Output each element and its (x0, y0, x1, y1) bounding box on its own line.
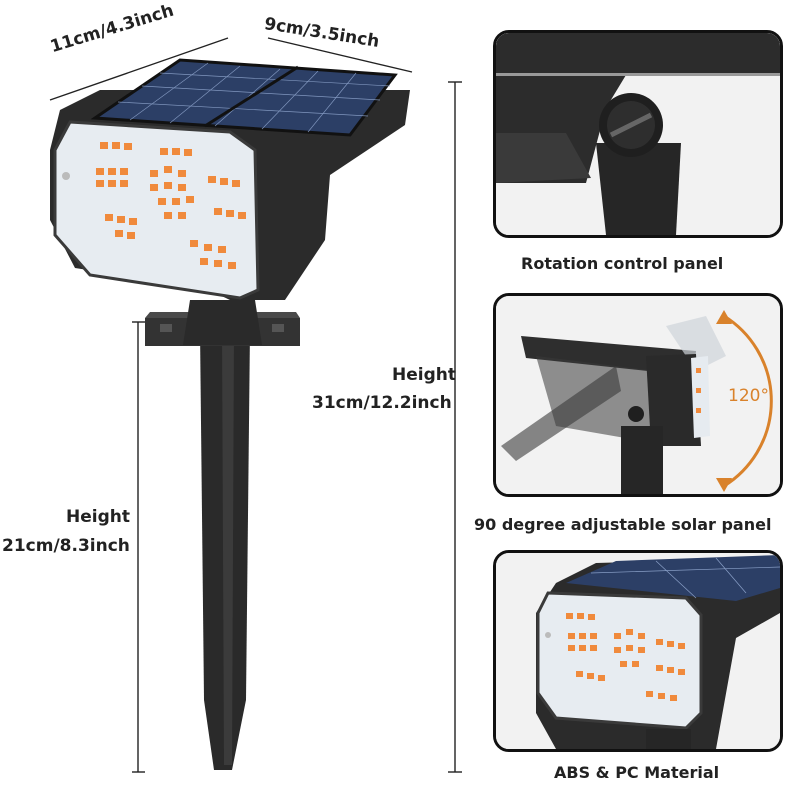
panel-caption-material: ABS & PC Material (554, 763, 720, 782)
rotation-arc-icon (723, 314, 773, 488)
lamp-head (50, 58, 410, 300)
panel-caption-rotation: Rotation control panel (521, 254, 724, 273)
adjustable-solar-panel-image: 120° (493, 293, 783, 497)
angle-label: 120° (728, 386, 769, 406)
total-height-title: Height (392, 365, 456, 385)
dimension-lines (49, 37, 462, 773)
material-panel-image (493, 550, 783, 752)
stake-height-value: 21cm/8.3inch (2, 536, 130, 556)
ground-stake (145, 312, 300, 770)
rotation-control-panel-image (493, 30, 783, 238)
stake-height-title: Height (66, 507, 130, 527)
total-height-value: 31cm/12.2inch (312, 393, 452, 413)
main-product-illustration (49, 37, 462, 773)
led-array (96, 142, 246, 269)
panel-caption-adjustable: 90 degree adjustable solar panel (474, 515, 772, 534)
